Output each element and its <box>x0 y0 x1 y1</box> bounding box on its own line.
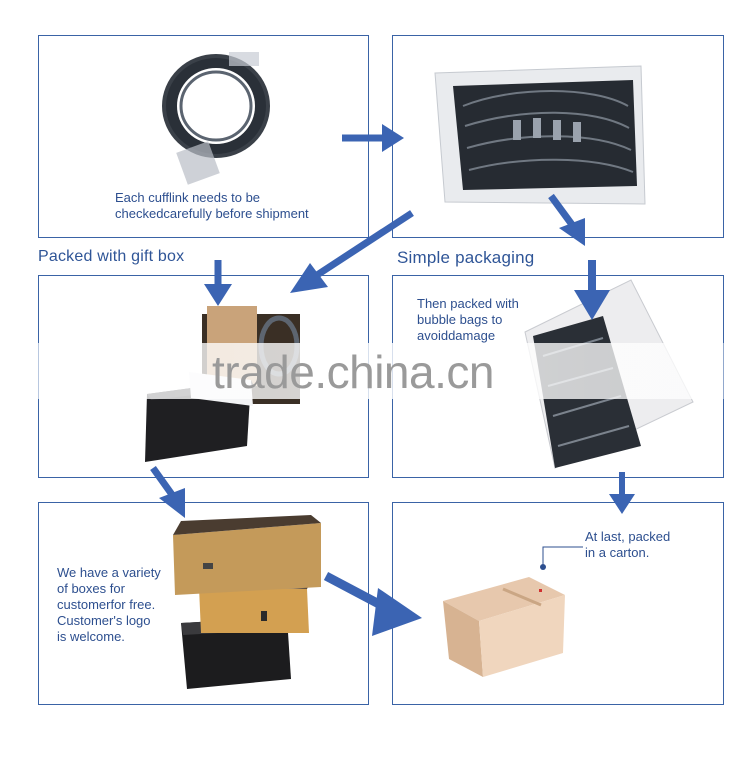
arrow-right-top-icon <box>342 124 404 152</box>
carton-caption-line2: in a carton. <box>585 545 650 560</box>
variety-caption: We have a variety of boxes for customerf… <box>57 565 161 645</box>
inspect-caption-line1: Each cufflink needs to be <box>115 190 261 205</box>
variety-line1: We have a variety <box>57 565 161 580</box>
arrow-diag-down-icon <box>150 465 185 518</box>
box-stack-photo <box>173 515 321 689</box>
watermark-band <box>0 343 750 399</box>
panel-carton: At last, packed in a carton. <box>392 502 724 705</box>
carton-caption: At last, packed in a carton. <box>585 529 670 561</box>
arrow-down-gift-icon <box>204 260 232 306</box>
inspect-caption-line2: checkedcarefully before shipment <box>115 206 309 221</box>
cufflink-coil-photo <box>162 52 270 185</box>
arrow-down-carton-icon <box>609 472 635 514</box>
watermark-text: trade.china.cn <box>212 346 494 398</box>
bubble-caption-line3: avoiddamage <box>417 328 496 343</box>
panel-variety: We have a variety of boxes for customerf… <box>38 502 369 705</box>
variety-line5: is welcome. <box>57 629 125 644</box>
label-gift-box: Packed with gift box <box>38 248 185 265</box>
arrow-diag-tray-icon <box>548 193 585 246</box>
label-simple-packaging: Simple packaging <box>397 248 535 267</box>
carton-caption-line1: At last, packed <box>585 529 671 544</box>
arrow-right-bottom-icon <box>323 572 422 636</box>
arrow-diag-left-icon <box>290 210 414 293</box>
variety-line3: customerfor free. <box>57 597 156 612</box>
tray-photo <box>434 65 646 205</box>
bubble-caption-line1: Then packed with <box>417 296 519 311</box>
inspect-caption: Each cufflink needs to be checkedcareful… <box>115 190 309 222</box>
bubble-caption-line2: bubble bags to <box>417 312 503 327</box>
variety-line2: of boxes for <box>57 581 125 596</box>
arrow-down-bubble-icon <box>574 260 610 320</box>
bubble-caption: Then packed with bubble bags to avoiddam… <box>417 296 519 344</box>
variety-line4: Customer's logo <box>57 613 151 628</box>
carton-photo <box>443 546 583 677</box>
panel-inspect: Each cufflink needs to be checkedcareful… <box>38 35 369 238</box>
